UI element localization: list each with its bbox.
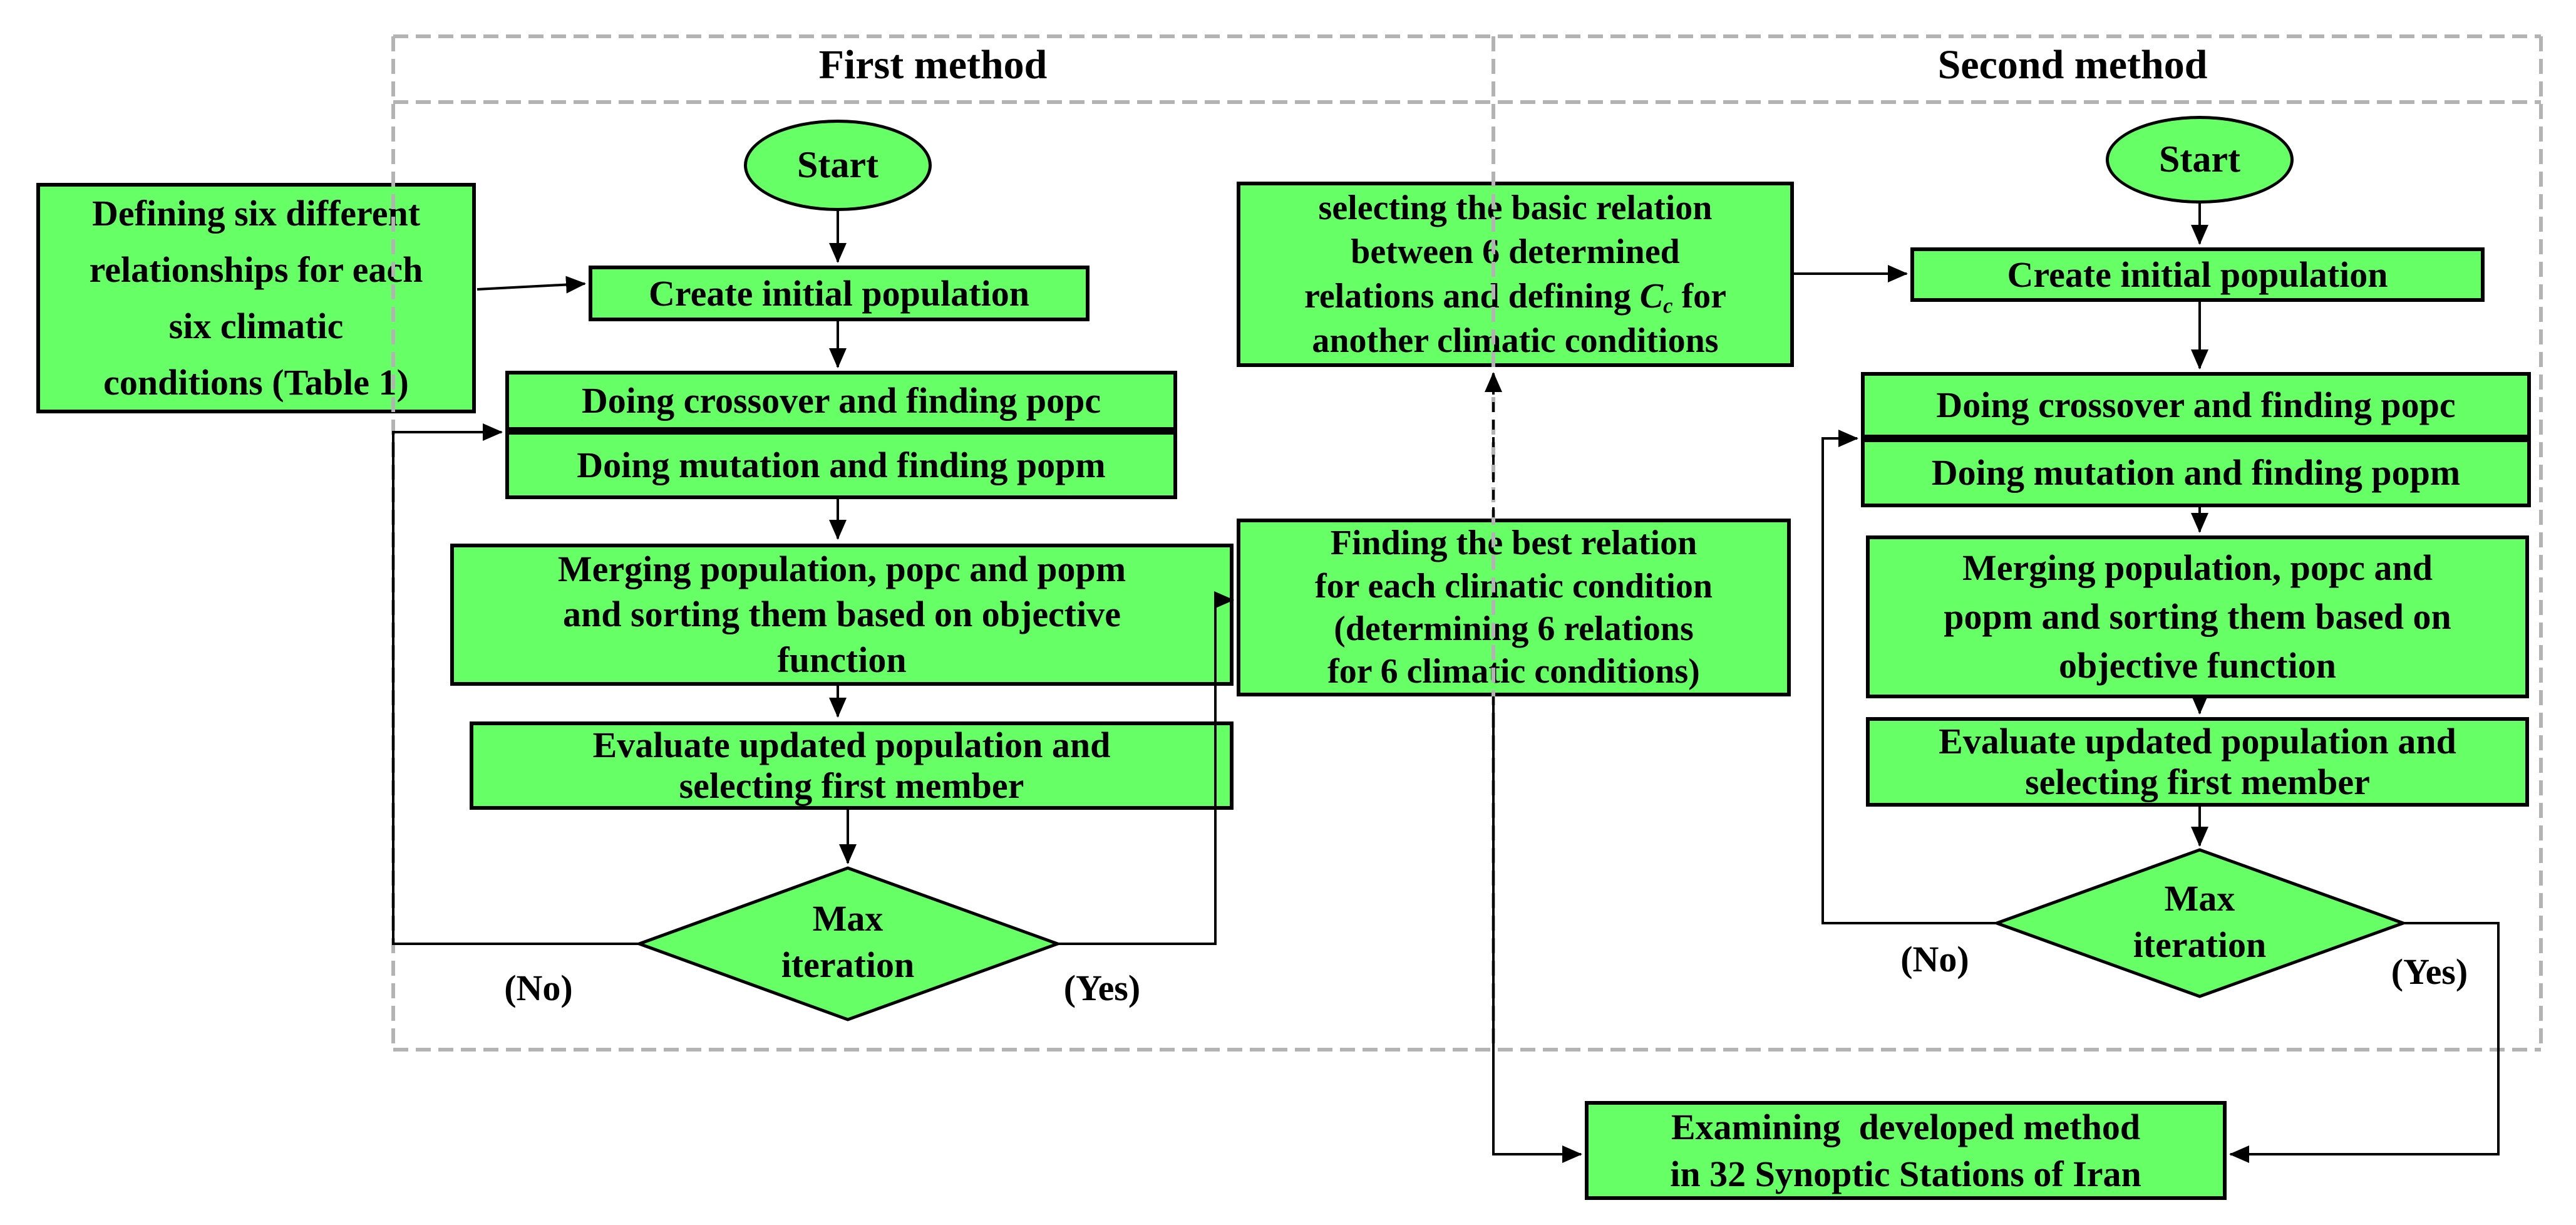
selecting-basic-relation-node: selecting the basic relation between 6 d… (1237, 182, 1794, 367)
evaluate-node-first: Evaluate updated population and selectin… (470, 721, 1234, 810)
no-branch-label-second: (No) (1841, 937, 2029, 981)
merging-line-second: objective function (2059, 645, 2336, 686)
start-label-first: Start (797, 144, 878, 186)
no-label-text-second: (No) (1900, 938, 1969, 979)
start-label-second: Start (2159, 138, 2240, 180)
evaluate-line-second: Evaluate updated population and (1939, 720, 2456, 762)
no-label-text-first: (No) (504, 967, 573, 1008)
finding-line: Finding the best relation (1330, 524, 1698, 563)
defining-line: relationships for each (89, 249, 423, 291)
crossover-node-second: Doing crossover and finding popc (1861, 372, 2531, 438)
evaluate-line-first: Evaluate updated population and (592, 724, 1111, 765)
create-population-node-second: Create initial population (1910, 247, 2485, 302)
selecting-line-formula: relations and defining Cc for (1304, 274, 1726, 319)
decision-line-first: iteration (781, 944, 915, 985)
no-branch-label-first: (No) (445, 966, 632, 1010)
crossover-label-first: Doing crossover and finding popc (581, 380, 1101, 421)
merging-node-first: Merging population, popc and popm and so… (450, 544, 1234, 686)
merging-line-first: Merging population, popc and popm (557, 548, 1126, 589)
merging-node-second: Merging population, popc and popm and so… (1866, 535, 2529, 698)
mutation-node-second: Doing mutation and finding popm (1861, 438, 2531, 507)
defining-relationships-node: Defining six different relationships for… (36, 183, 476, 413)
yes-branch-label-second: (Yes) (2336, 949, 2523, 993)
cc-variable: C (1639, 277, 1664, 316)
create-label-first: Create initial population (649, 272, 1029, 314)
defining-line: conditions (Table 1) (103, 361, 409, 403)
examining-line: in 32 Synoptic Stations of Iran (1670, 1154, 2141, 1194)
selecting-line: selecting the basic relation (1318, 188, 1713, 227)
finding-best-relation-node: Finding the best relation for each clima… (1237, 519, 1791, 696)
decision-line-second: iteration (2133, 924, 2267, 965)
yes-label-text-second: (Yes) (2391, 951, 2468, 992)
merging-line-second: Merging population, popc and (1962, 547, 2433, 588)
decision-line-first: Max (812, 897, 884, 939)
first-method-label-text: First method (818, 42, 1048, 88)
max-iteration-text-first: Max iteration (723, 892, 973, 992)
decision-line-second: Max (2164, 877, 2235, 919)
selecting-line3-post: for (1672, 277, 1727, 316)
mutation-node-first: Doing mutation and finding popm (505, 431, 1177, 499)
finding-line: (determining 6 relations (1334, 609, 1694, 648)
merging-line-second: popm and sorting them based on (1944, 596, 2451, 637)
evaluate-line-first: selecting first member (679, 765, 1024, 806)
examining-stations-node: Examining developed method in 32 Synopti… (1585, 1101, 2227, 1200)
first-method-region-label: First method (745, 40, 1121, 90)
max-iteration-text-second: Max iteration (2074, 872, 2325, 972)
max-iteration-diamond-first (634, 866, 1063, 1021)
evaluate-node-second: Evaluate updated population and selectin… (1866, 717, 2529, 807)
cc-subscript: c (1663, 293, 1673, 318)
max-iteration-diamond-second (1992, 848, 2408, 998)
evaluate-line-second: selecting first member (2025, 761, 2370, 802)
finding-line: for 6 climatic conditions) (1327, 652, 1700, 691)
selecting-line3-pre: relations and defining (1304, 277, 1640, 316)
mutation-label-second: Doing mutation and finding popm (1931, 452, 2461, 494)
start-node-first: Start (744, 120, 932, 211)
defining-line: Defining six different (91, 193, 421, 234)
crossover-label-second: Doing crossover and finding popc (1936, 385, 2456, 426)
merging-line-first: and sorting them based on objective (563, 594, 1121, 635)
selecting-line: between 6 determined (1351, 232, 1680, 272)
second-method-region-label: Second method (1885, 40, 2260, 90)
yes-branch-label-first: (Yes) (1008, 966, 1196, 1010)
second-method-label-text: Second method (1937, 42, 2208, 88)
selecting-line: another climatic conditions (1312, 321, 1719, 360)
finding-line: for each climatic condition (1314, 566, 1713, 606)
merging-line-first: function (777, 639, 907, 680)
create-population-node-first: Create initial population (589, 266, 1090, 321)
examining-line: Examining developed method (1671, 1106, 2141, 1147)
yes-label-text-first: (Yes) (1063, 967, 1141, 1008)
start-node-second: Start (2106, 116, 2294, 204)
mutation-label-first: Doing mutation and finding popm (577, 444, 1106, 485)
defining-line: six climatic (168, 306, 344, 346)
create-label-second: Create initial population (2007, 254, 2388, 295)
crossover-node-first: Doing crossover and finding popc (505, 371, 1177, 431)
